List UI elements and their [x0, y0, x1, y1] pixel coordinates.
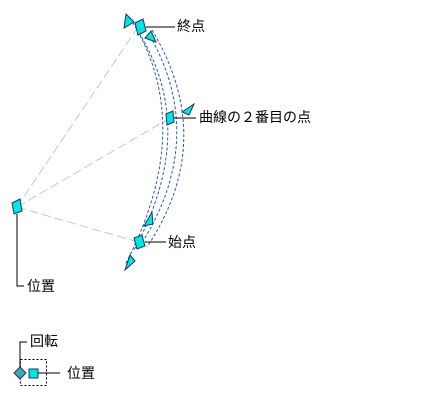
- leader-lines: [16, 26, 196, 287]
- legend-rotation-grip-icon: [13, 366, 27, 380]
- legend-location-grip-icon: [28, 368, 39, 379]
- wall-arc-outer-left: [124, 17, 164, 266]
- second-point-grips[interactable]: [165, 102, 196, 126]
- start-point-grips[interactable]: [123, 210, 154, 272]
- start-width-arrow-grip[interactable]: [143, 210, 154, 227]
- wall-arc-inner-right: [144, 35, 178, 239]
- label-location: 位置: [27, 279, 55, 295]
- start-arrow-grip[interactable]: [123, 253, 136, 272]
- construction-line-to-end: [16, 26, 139, 208]
- wall-arc-outer-right: [146, 29, 185, 248]
- end-arrow-grip[interactable]: [123, 12, 135, 29]
- end-point-grips[interactable]: [123, 12, 157, 43]
- legend-dashed-box: [20, 359, 47, 386]
- legend-label-rotation: 回転: [30, 334, 58, 350]
- end-point-grip[interactable]: [134, 18, 147, 36]
- location-grip[interactable]: [11, 198, 23, 215]
- construction-line-to-second: [16, 117, 171, 208]
- label-end-point: 終点: [177, 19, 205, 35]
- curved-wall-outlines: [124, 17, 185, 266]
- end-width-arrow-grip[interactable]: [144, 30, 157, 43]
- legend-label-location: 位置: [67, 366, 95, 382]
- construction-lines: [16, 26, 171, 243]
- second-point-grip[interactable]: [165, 110, 175, 126]
- second-point-arrow-grip[interactable]: [180, 102, 196, 116]
- legend: [13, 341, 60, 386]
- start-point-grip[interactable]: [133, 234, 146, 250]
- leader-location: [16, 214, 24, 287]
- legend-leader-rotation: [19, 341, 27, 373]
- construction-line-to-start: [16, 206, 139, 243]
- label-start-point: 始点: [168, 235, 196, 251]
- label-second-point: 曲線の２番目の点: [199, 110, 311, 126]
